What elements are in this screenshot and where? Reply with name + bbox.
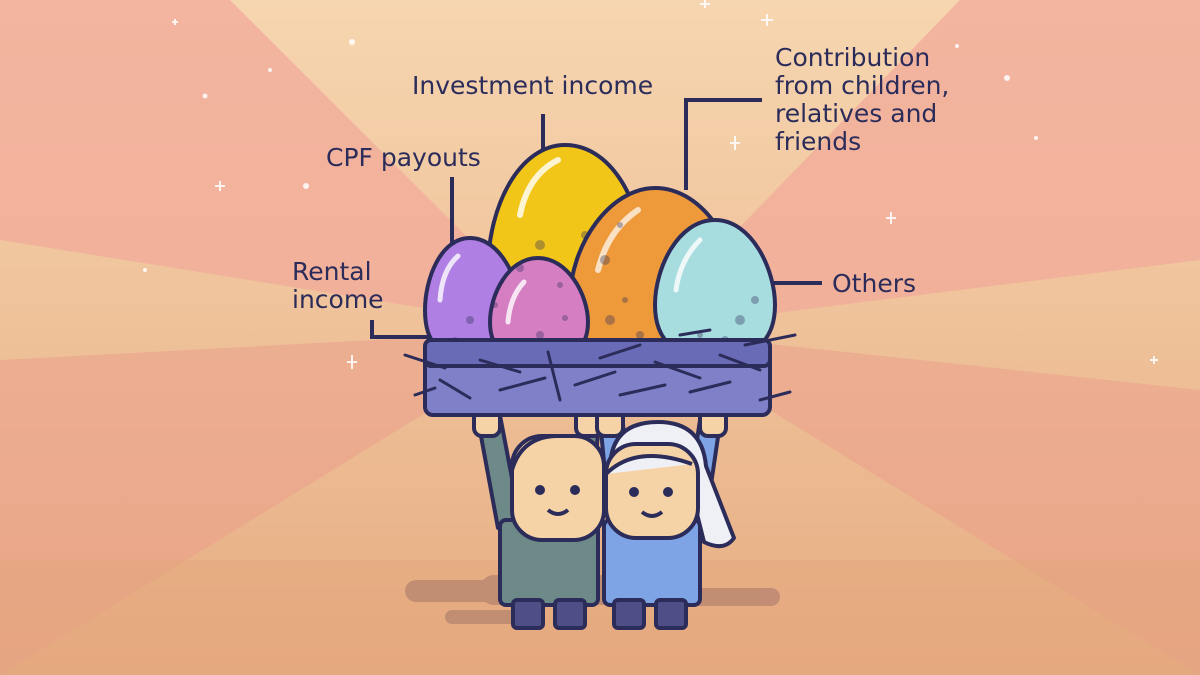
others-label: Others (832, 269, 917, 298)
contribution-label-line: from children, (775, 71, 950, 100)
investment-income-label: Investment income (412, 71, 654, 100)
cpf-payouts-label: CPF payouts (326, 143, 481, 172)
eggs (422, 142, 778, 363)
rental-income-label-line: Rental (292, 257, 372, 286)
contribution-label-line: relatives and (775, 99, 938, 128)
sparkles (143, 0, 1158, 369)
ray-left-top (0, 0, 560, 330)
ray-right-top (640, 0, 1200, 330)
contribution-label-line: Contribution (775, 43, 931, 72)
contribution-label-line: friends (775, 127, 862, 156)
egg-details (437, 157, 759, 348)
rental-income-label: Rental income (292, 258, 384, 314)
contribution-label: Contribution from children, relatives an… (775, 44, 949, 156)
nest-basket (403, 328, 797, 417)
rental-income-label-line: income (292, 285, 384, 314)
elderly-couple (472, 403, 736, 630)
